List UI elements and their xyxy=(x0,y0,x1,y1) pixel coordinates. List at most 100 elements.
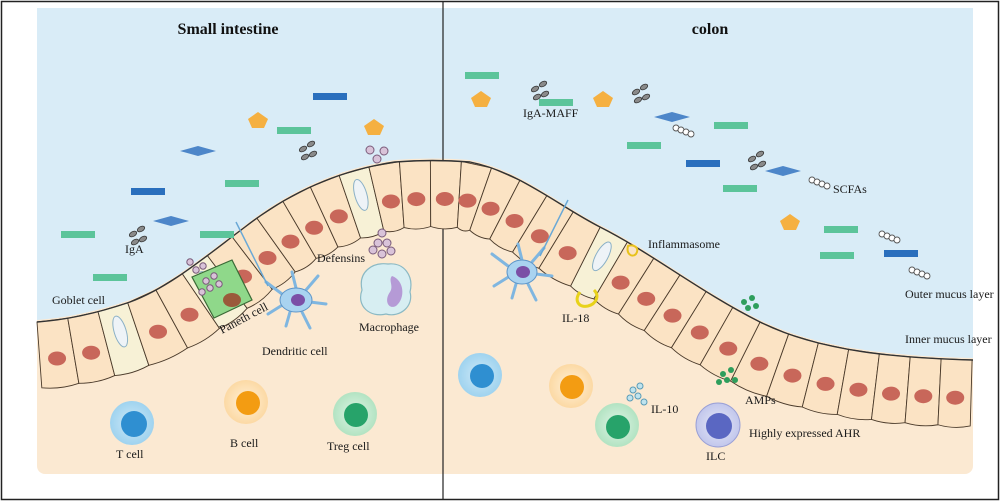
paneth-cell xyxy=(186,258,253,319)
label-il10: IL-10 xyxy=(651,402,678,416)
bacteria-icon xyxy=(639,83,649,91)
cell-nucleus xyxy=(458,193,477,208)
t-cell-colon xyxy=(458,353,502,397)
amps-dots xyxy=(716,295,759,385)
cell-nucleus xyxy=(530,229,549,244)
bacteria-icon xyxy=(641,93,651,101)
cell-nucleus xyxy=(611,275,630,290)
antigen-diamond-icon xyxy=(654,112,690,122)
igA-bar-icon xyxy=(200,231,234,238)
goblet-mucus-vacuole xyxy=(592,241,612,272)
pentagon-molecule-icon xyxy=(248,112,268,128)
igA-bar-icon xyxy=(61,231,95,238)
cell-nucleus xyxy=(882,386,901,401)
inflammasome-icon xyxy=(626,244,639,257)
label-inflammasome: Inflammasome xyxy=(648,237,720,251)
cell-nucleus xyxy=(849,382,868,397)
antigen-diamond-icon xyxy=(180,146,216,156)
bacteria-icon xyxy=(306,140,316,148)
label-inner-mucus: Inner mucus layer xyxy=(905,332,992,346)
cell-nucleus xyxy=(946,390,965,405)
pentagon-molecule-icon xyxy=(471,91,491,107)
igA-bar-icon xyxy=(884,250,918,257)
bacteria-icon xyxy=(128,230,138,238)
cell-nucleus xyxy=(381,194,400,209)
igA-bar-icon xyxy=(277,127,311,134)
cell-nucleus xyxy=(505,213,524,228)
igA-bar-icon xyxy=(714,122,748,129)
igA-bar-icon xyxy=(313,93,347,100)
il10-dots xyxy=(626,382,648,406)
dendritic-cell-left xyxy=(264,270,328,330)
brush-border xyxy=(36,159,974,361)
cell-nucleus xyxy=(407,192,426,207)
treg-cell-colon xyxy=(595,403,639,447)
bacteria-icon xyxy=(300,153,310,161)
scfa-chain-icon xyxy=(923,272,931,280)
title-small-intestine: Small intestine xyxy=(178,21,279,38)
cell-nucleus xyxy=(663,308,682,323)
scfa-chain-icon xyxy=(893,236,901,244)
goblet-mucus-vacuole xyxy=(353,178,369,211)
bacteria-icon xyxy=(532,93,542,101)
cell-nucleus xyxy=(305,220,324,235)
cell-nucleus xyxy=(481,201,500,216)
cell-nucleus xyxy=(914,389,933,404)
label-iga: IgA xyxy=(125,242,144,256)
igA-bar-icon xyxy=(225,180,259,187)
b-cell xyxy=(224,380,268,424)
bacteria-icon xyxy=(749,163,759,171)
t-cell xyxy=(110,401,154,445)
bacteria-icon xyxy=(633,96,643,104)
macrophage xyxy=(360,145,412,316)
bacteria-icon xyxy=(747,155,757,163)
label-scfas: SCFAs xyxy=(833,182,867,196)
bacteria-icon xyxy=(136,225,146,233)
igA-bar-icon xyxy=(131,188,165,195)
bacteria-icon xyxy=(631,88,641,96)
antigen-diamond-icon xyxy=(765,166,801,176)
pentagon-molecule-icon xyxy=(593,91,613,107)
lumen-region xyxy=(37,8,973,358)
treg-cell xyxy=(333,392,377,436)
ilc-cell xyxy=(695,402,741,448)
igA-bar-icon xyxy=(627,142,661,149)
cell-nucleus xyxy=(435,191,454,206)
cell-nucleus xyxy=(258,250,277,265)
bacteria-icon xyxy=(530,85,540,93)
igA-bar-icon xyxy=(824,226,858,233)
cell-nucleus xyxy=(750,356,769,371)
b-cell-colon xyxy=(549,364,593,408)
label-outer-mucus: Outer mucus layer xyxy=(905,287,994,301)
label-iga-maff: IgA-MAFF xyxy=(523,106,579,120)
cell-nucleus xyxy=(719,341,738,356)
label-ilc: ILC xyxy=(706,449,725,463)
dendrite-extension-left xyxy=(235,221,269,287)
scfa-chain-icon xyxy=(687,130,695,138)
igA-bar-icon xyxy=(723,185,757,192)
goblet-mucus-vacuole xyxy=(112,315,129,348)
bacteria-icon xyxy=(138,235,148,243)
dendrite-extension-right xyxy=(539,199,569,257)
igA-bar-icon xyxy=(465,72,499,79)
title-colon: colon xyxy=(692,21,729,38)
bacteria-icon xyxy=(538,80,548,88)
label-goblet-cell: Goblet cell xyxy=(52,293,106,307)
label-highly-ahr: Highly expressed AHR xyxy=(749,426,860,440)
cell-nucleus xyxy=(180,307,199,322)
il18-icon xyxy=(575,288,599,308)
label-t-cell: T cell xyxy=(116,447,144,461)
bacteria-icon xyxy=(540,90,550,98)
pentagon-molecule-icon xyxy=(364,119,384,135)
label-il18: IL-18 xyxy=(562,311,589,325)
cell-nucleus xyxy=(281,234,300,249)
cell-nucleus xyxy=(48,351,67,366)
cell-nucleus xyxy=(558,246,577,261)
cell-nucleus xyxy=(690,325,709,340)
scfa-chain-icon xyxy=(823,182,831,190)
igA-bar-icon xyxy=(539,99,573,106)
cell-nucleus xyxy=(816,376,835,391)
bacteria-icon xyxy=(308,150,318,158)
